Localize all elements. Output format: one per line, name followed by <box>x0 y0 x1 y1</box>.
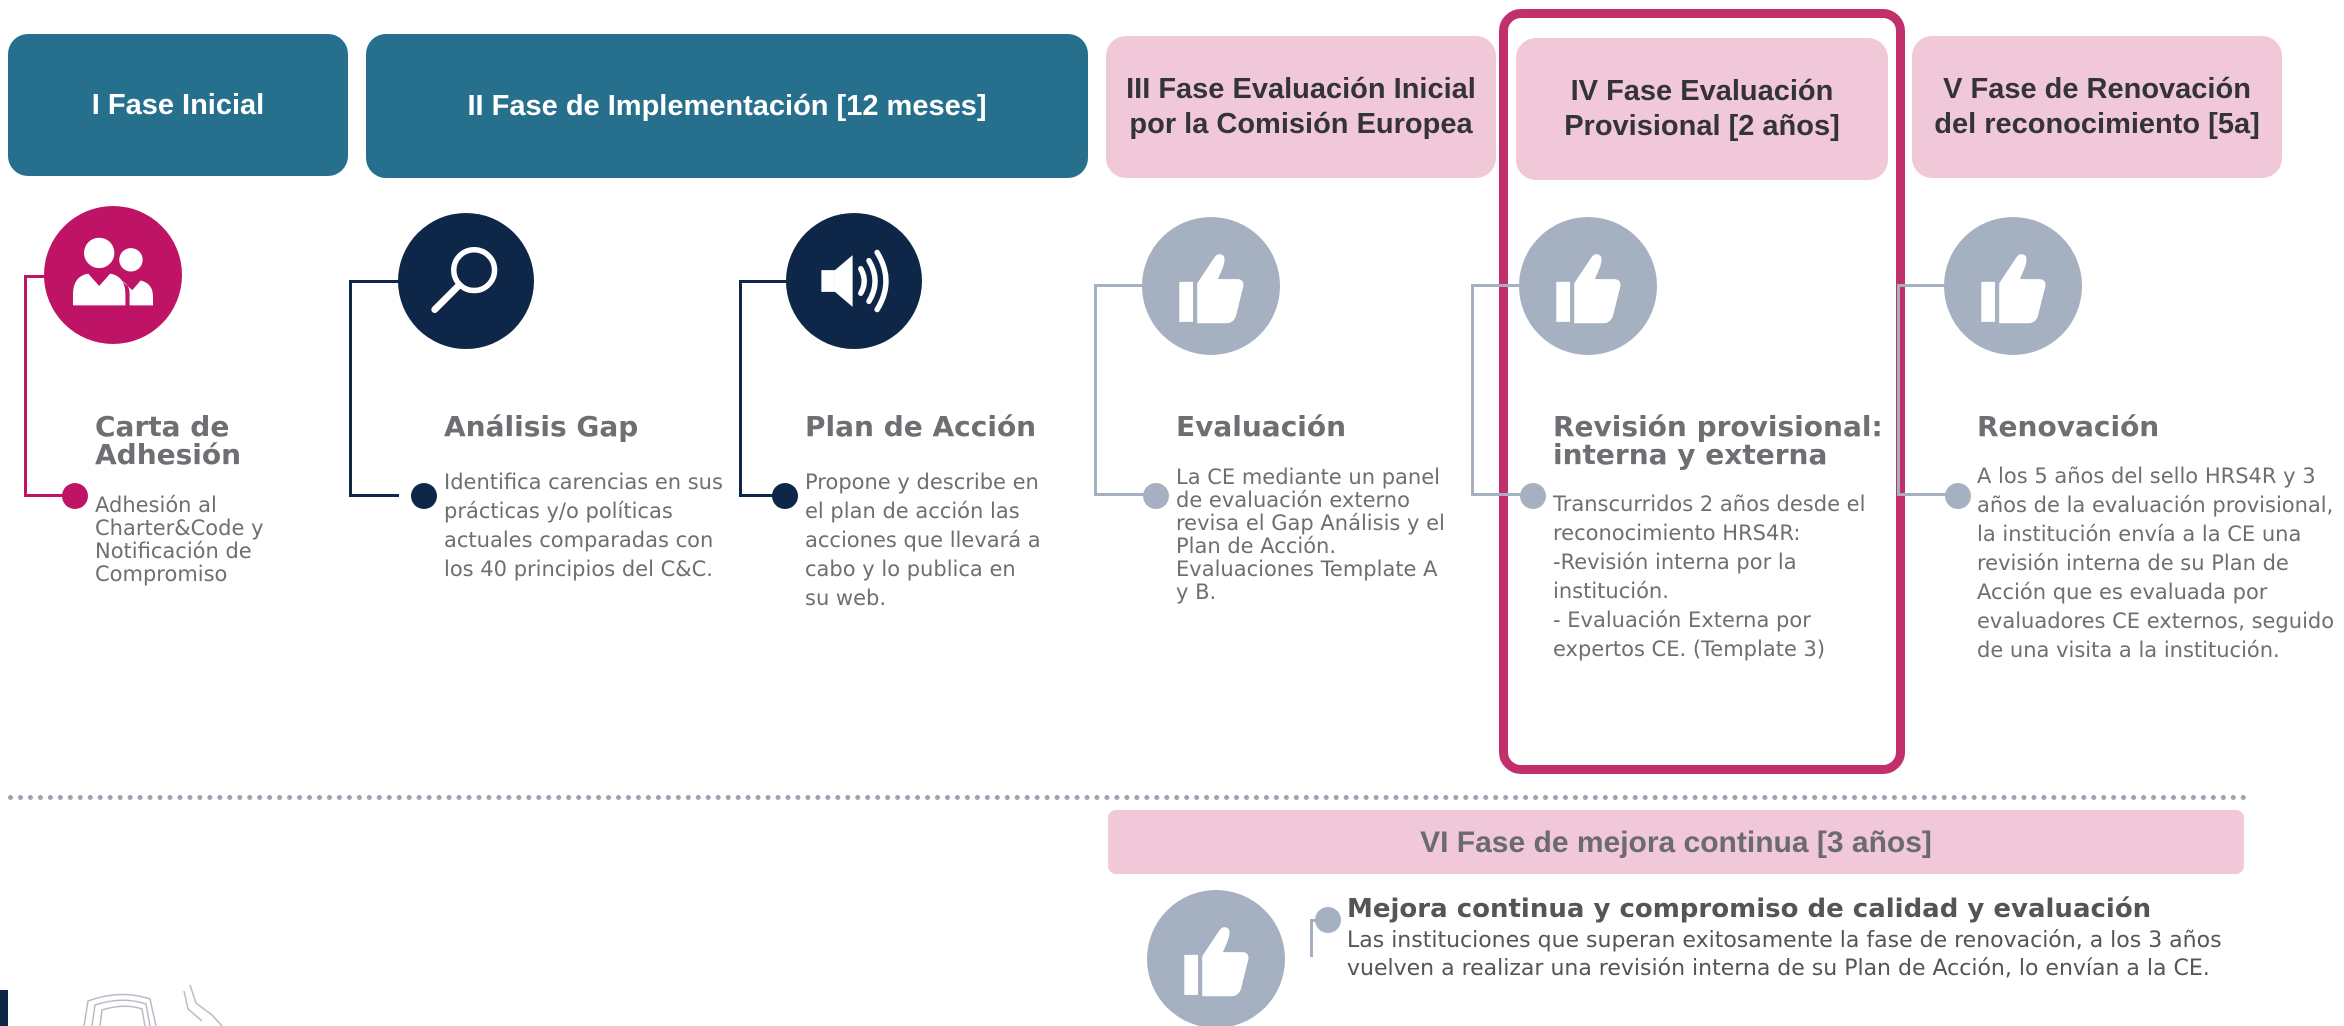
step-5-description-line-1: Transcurridos 2 años desde el reconocimi… <box>1553 492 1866 545</box>
phase-4-label: IV Fase Evaluación Provisional [2 años] <box>1564 75 1840 142</box>
step-5-description: Transcurridos 2 años desde el reconocimi… <box>1553 490 1873 664</box>
connector-6 <box>1897 284 1947 496</box>
phase-3-label: III Fase Evaluación Inicial por la Comis… <box>1126 73 1476 140</box>
institution-logo <box>0 985 223 1026</box>
thumbs-up-icon <box>1944 217 2082 355</box>
phase-1-header: I Fase Inicial <box>8 34 348 176</box>
step-4-dot <box>1143 483 1169 509</box>
step-1-description: Adhesión al Charter&Code y Notificación … <box>95 493 264 586</box>
phase-6-header: VI Fase de mejora continua [3 años] <box>1108 810 2244 874</box>
step-3-title: Plan de Acción <box>805 410 1037 443</box>
phase-3-header: III Fase Evaluación Inicial por la Comis… <box>1106 36 1496 178</box>
phase-5-label: V Fase de Renovación del reconocimiento … <box>1934 73 2260 140</box>
connector-2 <box>349 280 399 497</box>
connector-3 <box>739 280 789 497</box>
phase-1-label: I Fase Inicial <box>91 88 265 121</box>
dotted-divider <box>8 795 2248 800</box>
phase-2-header: II Fase de Implementación [12 meses] <box>366 34 1088 178</box>
step-2-title: Análisis Gap <box>444 410 639 443</box>
step-1-title: Carta de Adhesión <box>95 410 242 471</box>
step-2-dot <box>411 483 437 509</box>
thumbs-up-icon <box>1147 890 1285 1026</box>
phase-4-highlight-frame <box>1499 9 1905 774</box>
phase-2-label: II Fase de Implementación [12 meses] <box>467 89 987 122</box>
step-6-description: A los 5 años del sello HRS4R y 3 años de… <box>1977 464 2335 662</box>
step-5-description-line-2: -Revisión interna por la institución. <box>1553 550 1797 603</box>
step-5-title: Revisión provisional: interna y externa <box>1553 410 1883 471</box>
phase-5-header: V Fase de Renovación del reconocimiento … <box>1912 36 2282 178</box>
step-3-dot <box>772 483 798 509</box>
step-4-title: Evaluación <box>1176 410 1347 443</box>
step-4-description: La CE mediante un panel de evaluación ex… <box>1176 465 1445 604</box>
step-7-dot <box>1315 907 1341 933</box>
thumbs-up-icon <box>1519 217 1657 355</box>
phase-4-header: IV Fase Evaluación Provisional [2 años] <box>1516 38 1888 180</box>
step-6-dot <box>1945 483 1971 509</box>
step-5-description-line-3: - Evaluación Externa por expertos CE. (T… <box>1553 608 1826 661</box>
magnifier-icon <box>398 213 534 349</box>
people-icon <box>44 206 182 344</box>
step-2-description: Identifica carencias en sus prácticas y/… <box>444 470 723 581</box>
connector-4 <box>1094 284 1144 496</box>
step-1-dot <box>62 483 88 509</box>
connector-5 <box>1471 284 1521 496</box>
step-6-title: Renovación <box>1977 410 2160 443</box>
step-5-dot <box>1520 483 1546 509</box>
step-7-title: Mejora continua y compromiso de calidad … <box>1347 894 2152 924</box>
speaker-icon <box>786 213 922 349</box>
thumbs-up-icon <box>1142 217 1280 355</box>
step-3-description: Propone y describe en el plan de acción … <box>805 470 1041 610</box>
phase-6-label: VI Fase de mejora continua [3 años] <box>1420 825 1932 859</box>
step-7-description: Las instituciones que superan exitosamen… <box>1347 928 2222 981</box>
